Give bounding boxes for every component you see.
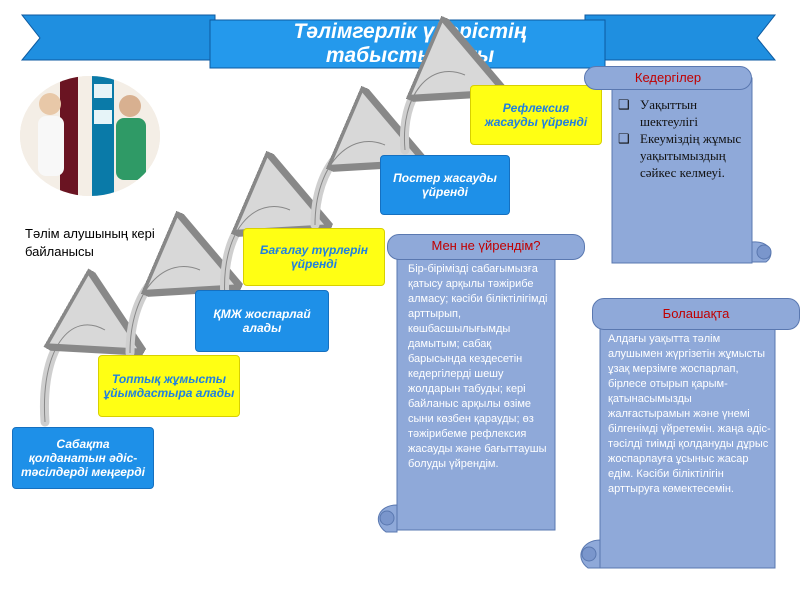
photo	[20, 76, 160, 196]
obstacle-item: ❑Екеуміздің жұмыс уақытымыздың сәйкес ке…	[618, 131, 742, 180]
obstacles-list: ❑Уақыттын шектеулігі ❑Екеуміздің жұмыс у…	[616, 96, 750, 181]
step-reflection: Рефлексия жасауды үйренді	[470, 85, 602, 145]
step-poster: Постер жасауды үйренді	[380, 155, 510, 215]
future-text: Алдағы уақытта тәлім алушымен жүргізетін…	[608, 333, 771, 495]
step-lesson-plan: ҚМЖ жоспарлай алады	[195, 290, 329, 352]
feedback-label: Тәлім алушының кері байланысы	[25, 226, 155, 259]
obstacle-item: ❑Уақыттын шектеулігі	[618, 97, 699, 129]
checkbox-icon: ❑	[618, 97, 630, 112]
learned-heading: Мен не үйрендім?	[387, 234, 585, 260]
checkbox-icon: ❑	[618, 131, 630, 146]
step-group-work: Топтық жұмысты ұйымдастыра алады	[98, 355, 240, 417]
obstacles-heading: Кедергілер	[584, 66, 752, 90]
future-heading: Болашақта	[592, 298, 800, 330]
step-assessment: Бағалау түрлерін үйренді	[243, 228, 385, 286]
learned-text: Бір-бірімізді сабағымызға қатысу арқылы …	[408, 263, 548, 470]
teachers-photo	[20, 76, 160, 196]
step-methods: Сабақта қолданатын әдіс-тәсілдерді меңге…	[12, 427, 154, 489]
